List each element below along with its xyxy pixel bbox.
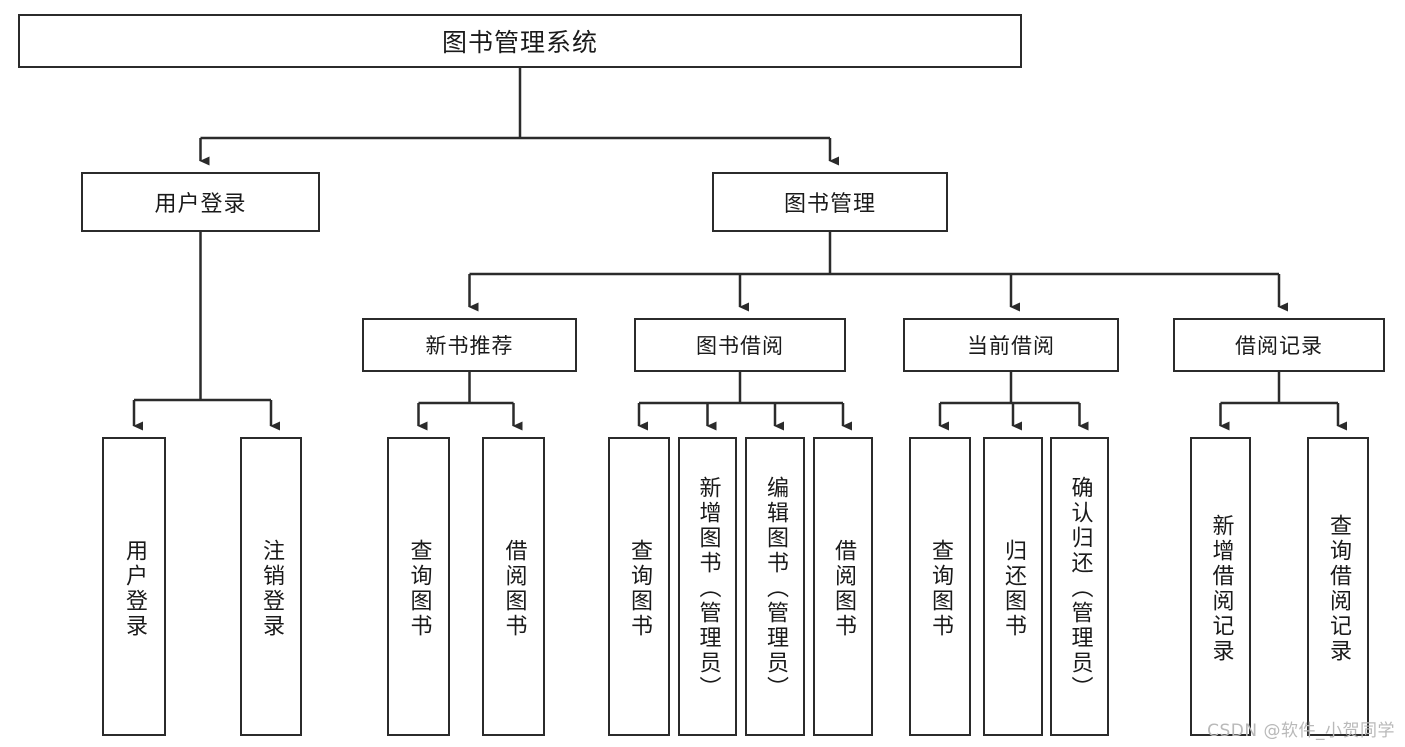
node-label: 确认归还（管理员）	[1067, 476, 1093, 701]
node-leaf-query-book-1[interactable]: 查询图书	[387, 437, 450, 736]
node-label: 归还图书	[1001, 538, 1026, 639]
node-root[interactable]: 图书管理系统	[18, 14, 1022, 68]
node-label: 图书管理系统	[441, 28, 598, 57]
node-borrow-record[interactable]: 借阅记录	[1173, 318, 1385, 372]
node-label: 当前借阅	[967, 334, 1055, 358]
node-label: 用户登录	[154, 192, 247, 217]
csdn-watermark: CSDN @软件_小贺同学	[1207, 721, 1395, 741]
node-current-borrow[interactable]: 当前借阅	[903, 318, 1119, 372]
node-leaf-query-book-3[interactable]: 查询图书	[909, 437, 971, 736]
node-label: 查询图书	[928, 538, 953, 639]
node-label: 图书借阅	[696, 334, 784, 358]
node-leaf-user-login[interactable]: 用户登录	[102, 437, 166, 736]
node-leaf-user-logout[interactable]: 注销登录	[240, 437, 302, 736]
node-leaf-borrow-book-1[interactable]: 借阅图书	[482, 437, 545, 736]
node-label: 借阅记录	[1235, 334, 1323, 358]
node-label: 查询图书	[627, 538, 652, 639]
node-new-book-rec[interactable]: 新书推荐	[362, 318, 577, 372]
node-label: 借阅图书	[831, 538, 856, 639]
node-label: 注销登录	[259, 538, 284, 639]
node-label: 新增图书（管理员）	[695, 476, 721, 701]
node-leaf-add-book[interactable]: 新增图书（管理员）	[678, 437, 737, 736]
node-label: 查询借阅记录	[1326, 513, 1351, 664]
node-label: 新书推荐	[425, 334, 514, 358]
node-leaf-return-book[interactable]: 归还图书	[983, 437, 1043, 736]
node-user-login[interactable]: 用户登录	[81, 172, 320, 232]
node-book-borrow[interactable]: 图书借阅	[634, 318, 846, 372]
node-label: 用户登录	[122, 538, 147, 639]
node-leaf-query-record[interactable]: 查询借阅记录	[1307, 437, 1369, 736]
node-leaf-query-book-2[interactable]: 查询图书	[608, 437, 670, 736]
node-label: 编辑图书（管理员）	[763, 476, 788, 701]
node-label: 查询图书	[406, 538, 432, 639]
node-label: 图书管理	[783, 192, 876, 217]
node-label: 新增借阅记录	[1208, 513, 1234, 664]
node-leaf-edit-book[interactable]: 编辑图书（管理员）	[745, 437, 805, 736]
node-book-manage[interactable]: 图书管理	[712, 172, 948, 232]
node-label: 借阅图书	[501, 538, 527, 639]
node-leaf-add-record[interactable]: 新增借阅记录	[1190, 437, 1251, 736]
node-leaf-borrow-book-2[interactable]: 借阅图书	[813, 437, 873, 736]
node-leaf-confirm-return[interactable]: 确认归还（管理员）	[1050, 437, 1109, 736]
